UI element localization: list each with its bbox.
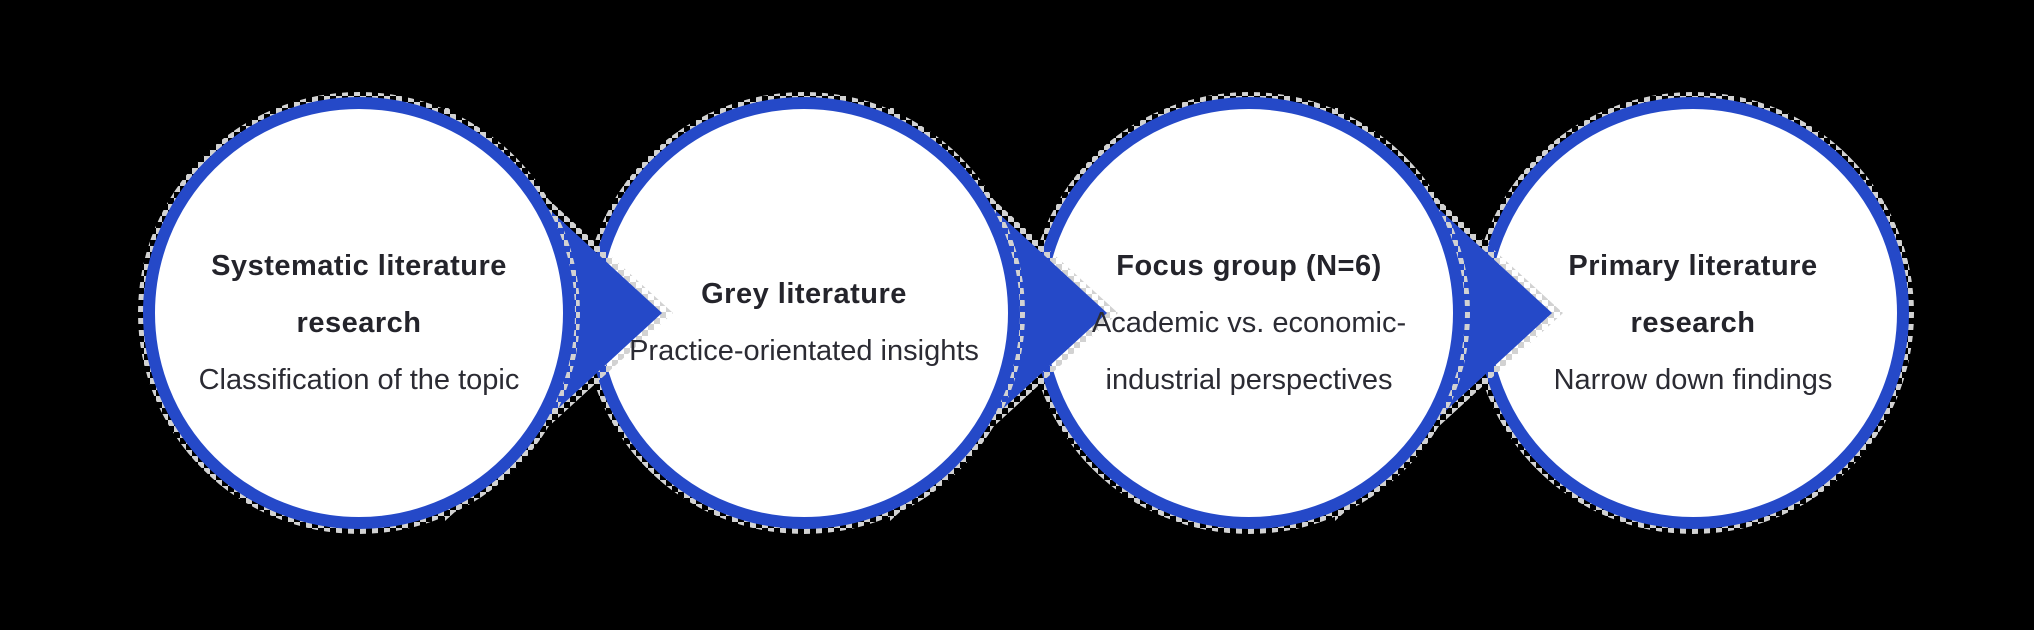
- step-1-description: Classification of the topic: [198, 363, 520, 396]
- step-4-description: Narrow down findings: [1553, 363, 1833, 396]
- step-3-title: Focus group (N=6): [1116, 249, 1382, 282]
- step-3-label: Focus group (N=6) Academic vs. economic-…: [1064, 115, 1434, 531]
- step-1-circle: [143, 97, 575, 529]
- step-3-description: Academic vs. economic-industrial perspec…: [1091, 306, 1407, 396]
- step-2-label: Grey literature Practice-orientated insi…: [619, 115, 989, 531]
- step-4-title: Primary literature research: [1568, 249, 1818, 339]
- step-2-title: Grey literature: [701, 278, 907, 310]
- step-1-title: Systematic literature research: [211, 249, 507, 339]
- step-2-description: Practice-orientated insights: [629, 335, 979, 367]
- step-4-label: Primary literature research Narrow down …: [1508, 115, 1878, 531]
- step-1-label: Systematic literature research Classific…: [174, 115, 544, 531]
